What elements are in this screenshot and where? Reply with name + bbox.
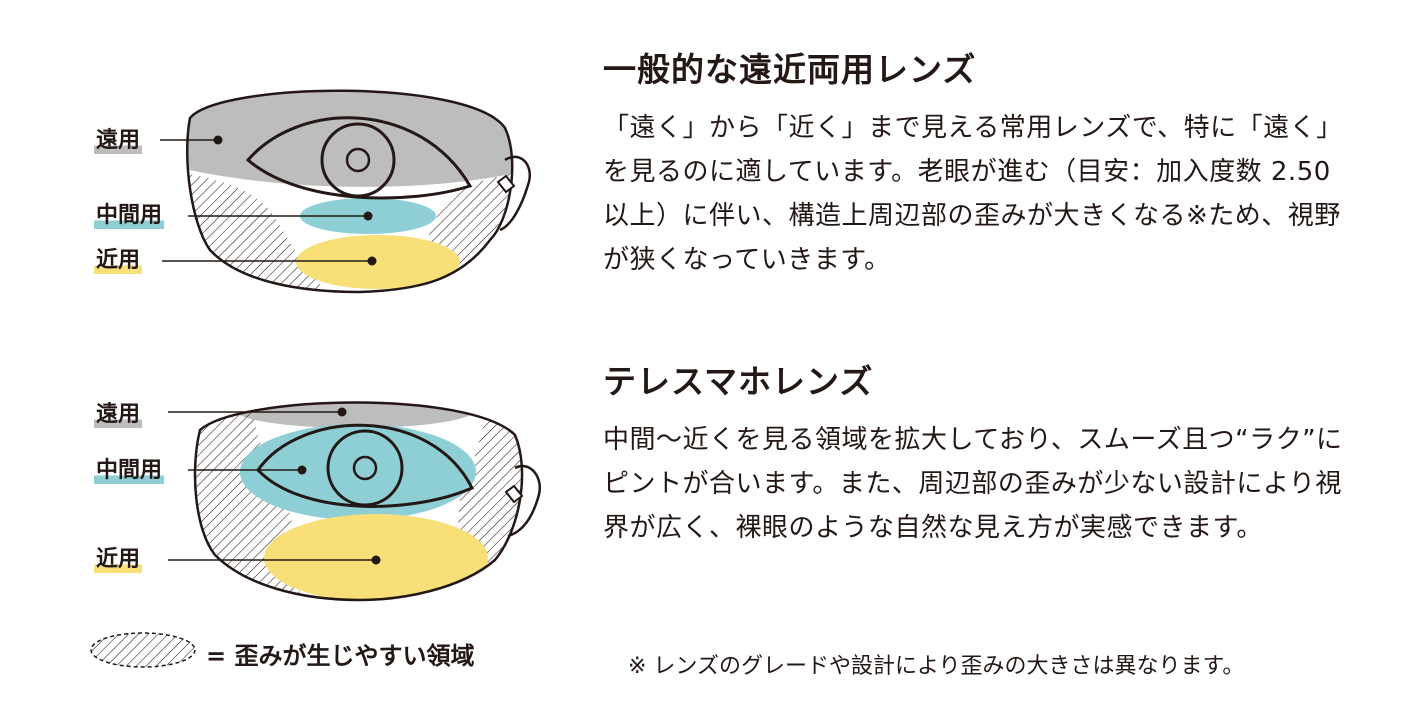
near-zone-1 (296, 235, 460, 289)
far-zone-2 (235, 402, 475, 428)
far-label-1: 遠用 (94, 128, 143, 154)
eye-icon (245, 116, 473, 200)
far-label-2: 遠用 (94, 402, 143, 428)
distortion-legend-swatch (90, 632, 196, 668)
telesmaho-lens-section: テレスマホレンズ 中間〜近くを見る領域を拡大しており、スムーズ且つ“ラク”にピン… (603, 360, 1403, 550)
near-label-2: 近用 (94, 547, 143, 573)
conventional-lens-description: 「遠く」から「近く」まで見える常用レンズで、特に「遠く」を見るのに適しています。… (603, 113, 1343, 275)
lens-illustrations (90, 89, 541, 668)
telesmaho-lens-title: テレスマホレンズ (603, 362, 874, 401)
mid-label-2: 中間用 (94, 458, 165, 484)
far-zone-1 (187, 90, 513, 187)
conventional-lens (160, 89, 531, 294)
conventional-lens-section: 一般的な遠近両用レンズ 「遠く」から「近く」まで見える常用レンズで、特に「遠く」… (603, 48, 1403, 282)
lens-diagram: 遠用 中間用 近用 遠用 中間用 近用 = 歪みが生じやすい領域 (0, 0, 600, 724)
telesmaho-lens (168, 401, 541, 602)
near-label-1: 近用 (94, 248, 143, 274)
mid-label-1: 中間用 (94, 203, 165, 229)
footnote: ※ レンズのグレードや設計により歪みの大きさは異なります。 (628, 654, 1245, 679)
telesmaho-lens-description: 中間〜近くを見る領域を拡大しており、スムーズ且つ“ラク”にピントが合います。また… (603, 425, 1343, 543)
distortion-legend-text: = 歪みが生じやすい領域 (206, 642, 475, 670)
conventional-lens-title: 一般的な遠近両用レンズ (603, 50, 977, 89)
eye-icon (256, 423, 475, 508)
